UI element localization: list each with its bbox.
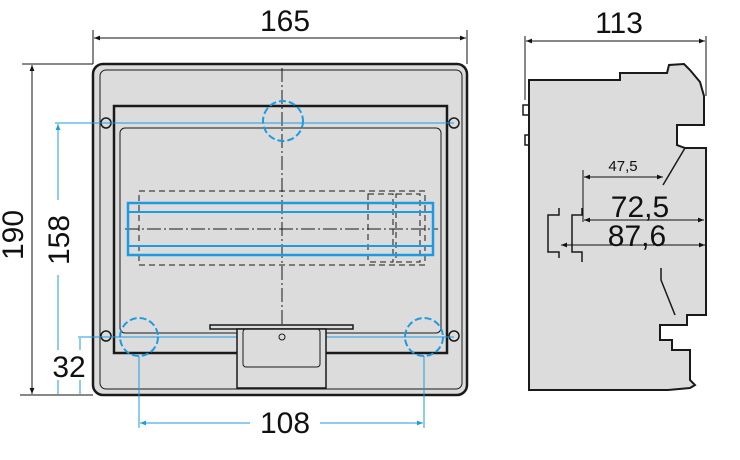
screw-icon [448,330,460,342]
front-view [55,62,469,397]
din-rail [126,201,435,257]
label-bg [0,200,30,270]
latch-handle [236,328,327,389]
side-dimensions: 113 47,5 72,5 87,6 [524,7,707,253]
label-bg [250,405,320,437]
latch-pin-icon [278,333,286,341]
enclosure-inner-edge [99,69,463,390]
rail-depth-3-label: 87,6 [608,220,666,253]
din-rail-profile [547,208,583,262]
hidden-module-2 [395,193,421,263]
hidden-module-area [138,190,426,266]
side-tabs [522,104,529,146]
label-bg [42,200,74,275]
mount-horizontal-label: 108 [260,407,310,440]
latch-grip [242,328,321,368]
rail-depth-2-label: 72,5 [611,191,669,224]
screw-icon [100,330,112,342]
label-bg [46,350,90,380]
hidden-module-1 [367,193,394,263]
side-view [522,62,707,391]
side-profile [528,62,707,391]
rail-depth-1-label: 47,5 [608,158,637,175]
height-label: 190 [0,210,30,260]
depth-label: 113 [595,7,643,40]
mount-offset-label: 32 [52,351,85,384]
width-label: 165 [260,5,310,38]
door-hinge-lines [660,147,686,316]
front-dimensions: 165 190 158 32 108 [0,5,468,440]
mount-vertical-label: 158 [43,215,76,265]
mounting-hole-top [262,100,304,142]
